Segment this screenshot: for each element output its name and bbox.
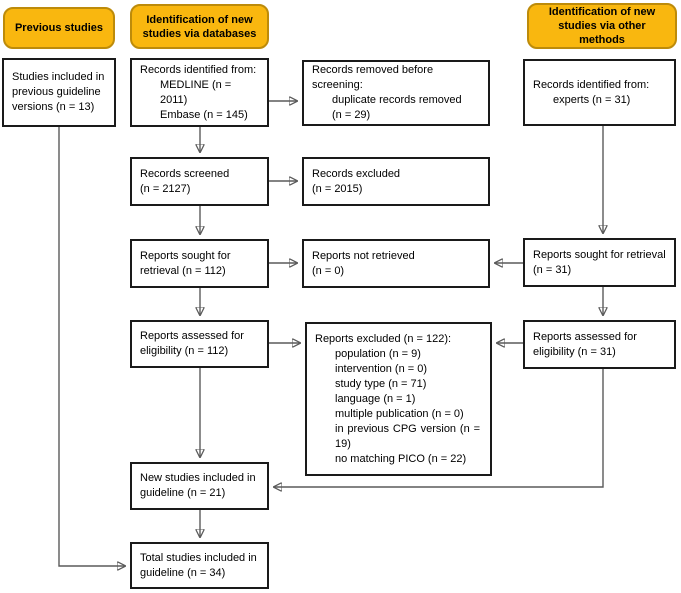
arrow-previous-to-total bbox=[58, 127, 125, 566]
box-line: Records identified from: bbox=[533, 78, 650, 91]
box-line: eligibility (n = 31) bbox=[533, 345, 616, 358]
box-line: Reports assessed for bbox=[533, 330, 637, 343]
box-line: Records identified from: bbox=[140, 63, 257, 76]
box-line: (n = 2127) bbox=[140, 182, 191, 195]
header-other-methods-label: Identification of new studies via other … bbox=[548, 6, 656, 46]
box-reports-assessed: Reports assessed for eligibility (n = 11… bbox=[130, 320, 269, 368]
box-line: duplicate records removed bbox=[332, 94, 462, 106]
box-line: study type (n = 71) bbox=[335, 377, 427, 390]
box-line: Records removed before screening: bbox=[312, 64, 434, 91]
box-previous-included: Studies included in previous guideline v… bbox=[2, 58, 116, 127]
header-previous-studies-label: Previous studies bbox=[14, 22, 104, 34]
box-line: (n = 2015) bbox=[312, 182, 363, 195]
box-line: Reports excluded (n = 122): bbox=[315, 332, 452, 345]
box-line: intervention (n = 0) bbox=[335, 362, 428, 375]
box-line: Reports assessed for bbox=[140, 330, 244, 342]
box-reports-assessed-other: Reports assessed for eligibility (n = 31… bbox=[523, 320, 676, 369]
box-line: guideline (n = 21) bbox=[140, 487, 226, 499]
header-other-methods: Identification of new studies via other … bbox=[527, 3, 677, 49]
box-line: New studies included in bbox=[140, 472, 256, 484]
box-line: Reports sought for retrieval bbox=[533, 248, 666, 261]
box-reports-excluded-reasons: Reports excluded (n = 122): population (… bbox=[305, 322, 492, 476]
box-records-removed: Records removed before screening: duplic… bbox=[302, 60, 490, 126]
box-new-studies-included: New studies included in guideline (n = 2… bbox=[130, 462, 269, 510]
box-line: Reports sought for bbox=[140, 249, 231, 262]
box-reports-sought-other: Reports sought for retrieval (n = 31) bbox=[523, 238, 676, 287]
box-reports-sought: Reports sought for retrieval (n = 112) bbox=[130, 239, 269, 288]
box-line: Reports not retrieved bbox=[312, 249, 415, 262]
box-line: 19) bbox=[335, 437, 351, 450]
box-total-studies-included: Total studies included in guideline (n =… bbox=[130, 542, 269, 589]
box-line: (n = 0) bbox=[312, 264, 345, 277]
box-line: Total studies included in bbox=[140, 551, 257, 564]
box-line: no matching PICO (n = 22) bbox=[335, 452, 467, 465]
box-line: Records excluded bbox=[312, 167, 401, 180]
box-line: eligibility (n = 112) bbox=[140, 345, 229, 357]
box-records-excluded: Records excluded (n = 2015) bbox=[302, 157, 490, 206]
box-line: retrieval (n = 112) bbox=[140, 264, 226, 277]
box-line: Records screened bbox=[140, 167, 230, 180]
box-line: multiple publication (n = 0) bbox=[335, 407, 464, 420]
header-databases-label: Identification of new studies via databa… bbox=[142, 13, 257, 40]
box-reports-not-retrieved: Reports not retrieved (n = 0) bbox=[302, 239, 490, 288]
box-line: language (n = 1) bbox=[335, 392, 416, 405]
box-line: guideline (n = 34) bbox=[140, 566, 226, 579]
box-line: Studies included in bbox=[12, 71, 105, 83]
box-line: MEDLINE (n = 2011) bbox=[160, 78, 232, 106]
header-databases: Identification of new studies via databa… bbox=[130, 4, 269, 49]
box-records-screened: Records screened (n = 2127) bbox=[130, 157, 269, 206]
box-line: previous guideline bbox=[12, 86, 101, 98]
box-line: versions (n = 13) bbox=[12, 101, 95, 113]
box-line: Embase (n = 145) bbox=[160, 108, 248, 121]
box-line: in previous CPG version (n = bbox=[335, 422, 480, 435]
box-experts-identified: Records identified from: experts (n = 31… bbox=[523, 59, 676, 126]
box-line: (n = 29) bbox=[332, 109, 371, 121]
box-line: (n = 31) bbox=[533, 263, 572, 276]
box-line: experts (n = 31) bbox=[553, 93, 631, 106]
header-previous-studies: Previous studies bbox=[3, 7, 115, 49]
box-records-identified: Records identified from: MEDLINE (n = 20… bbox=[130, 58, 269, 127]
box-line: population (n = 9) bbox=[335, 347, 421, 360]
